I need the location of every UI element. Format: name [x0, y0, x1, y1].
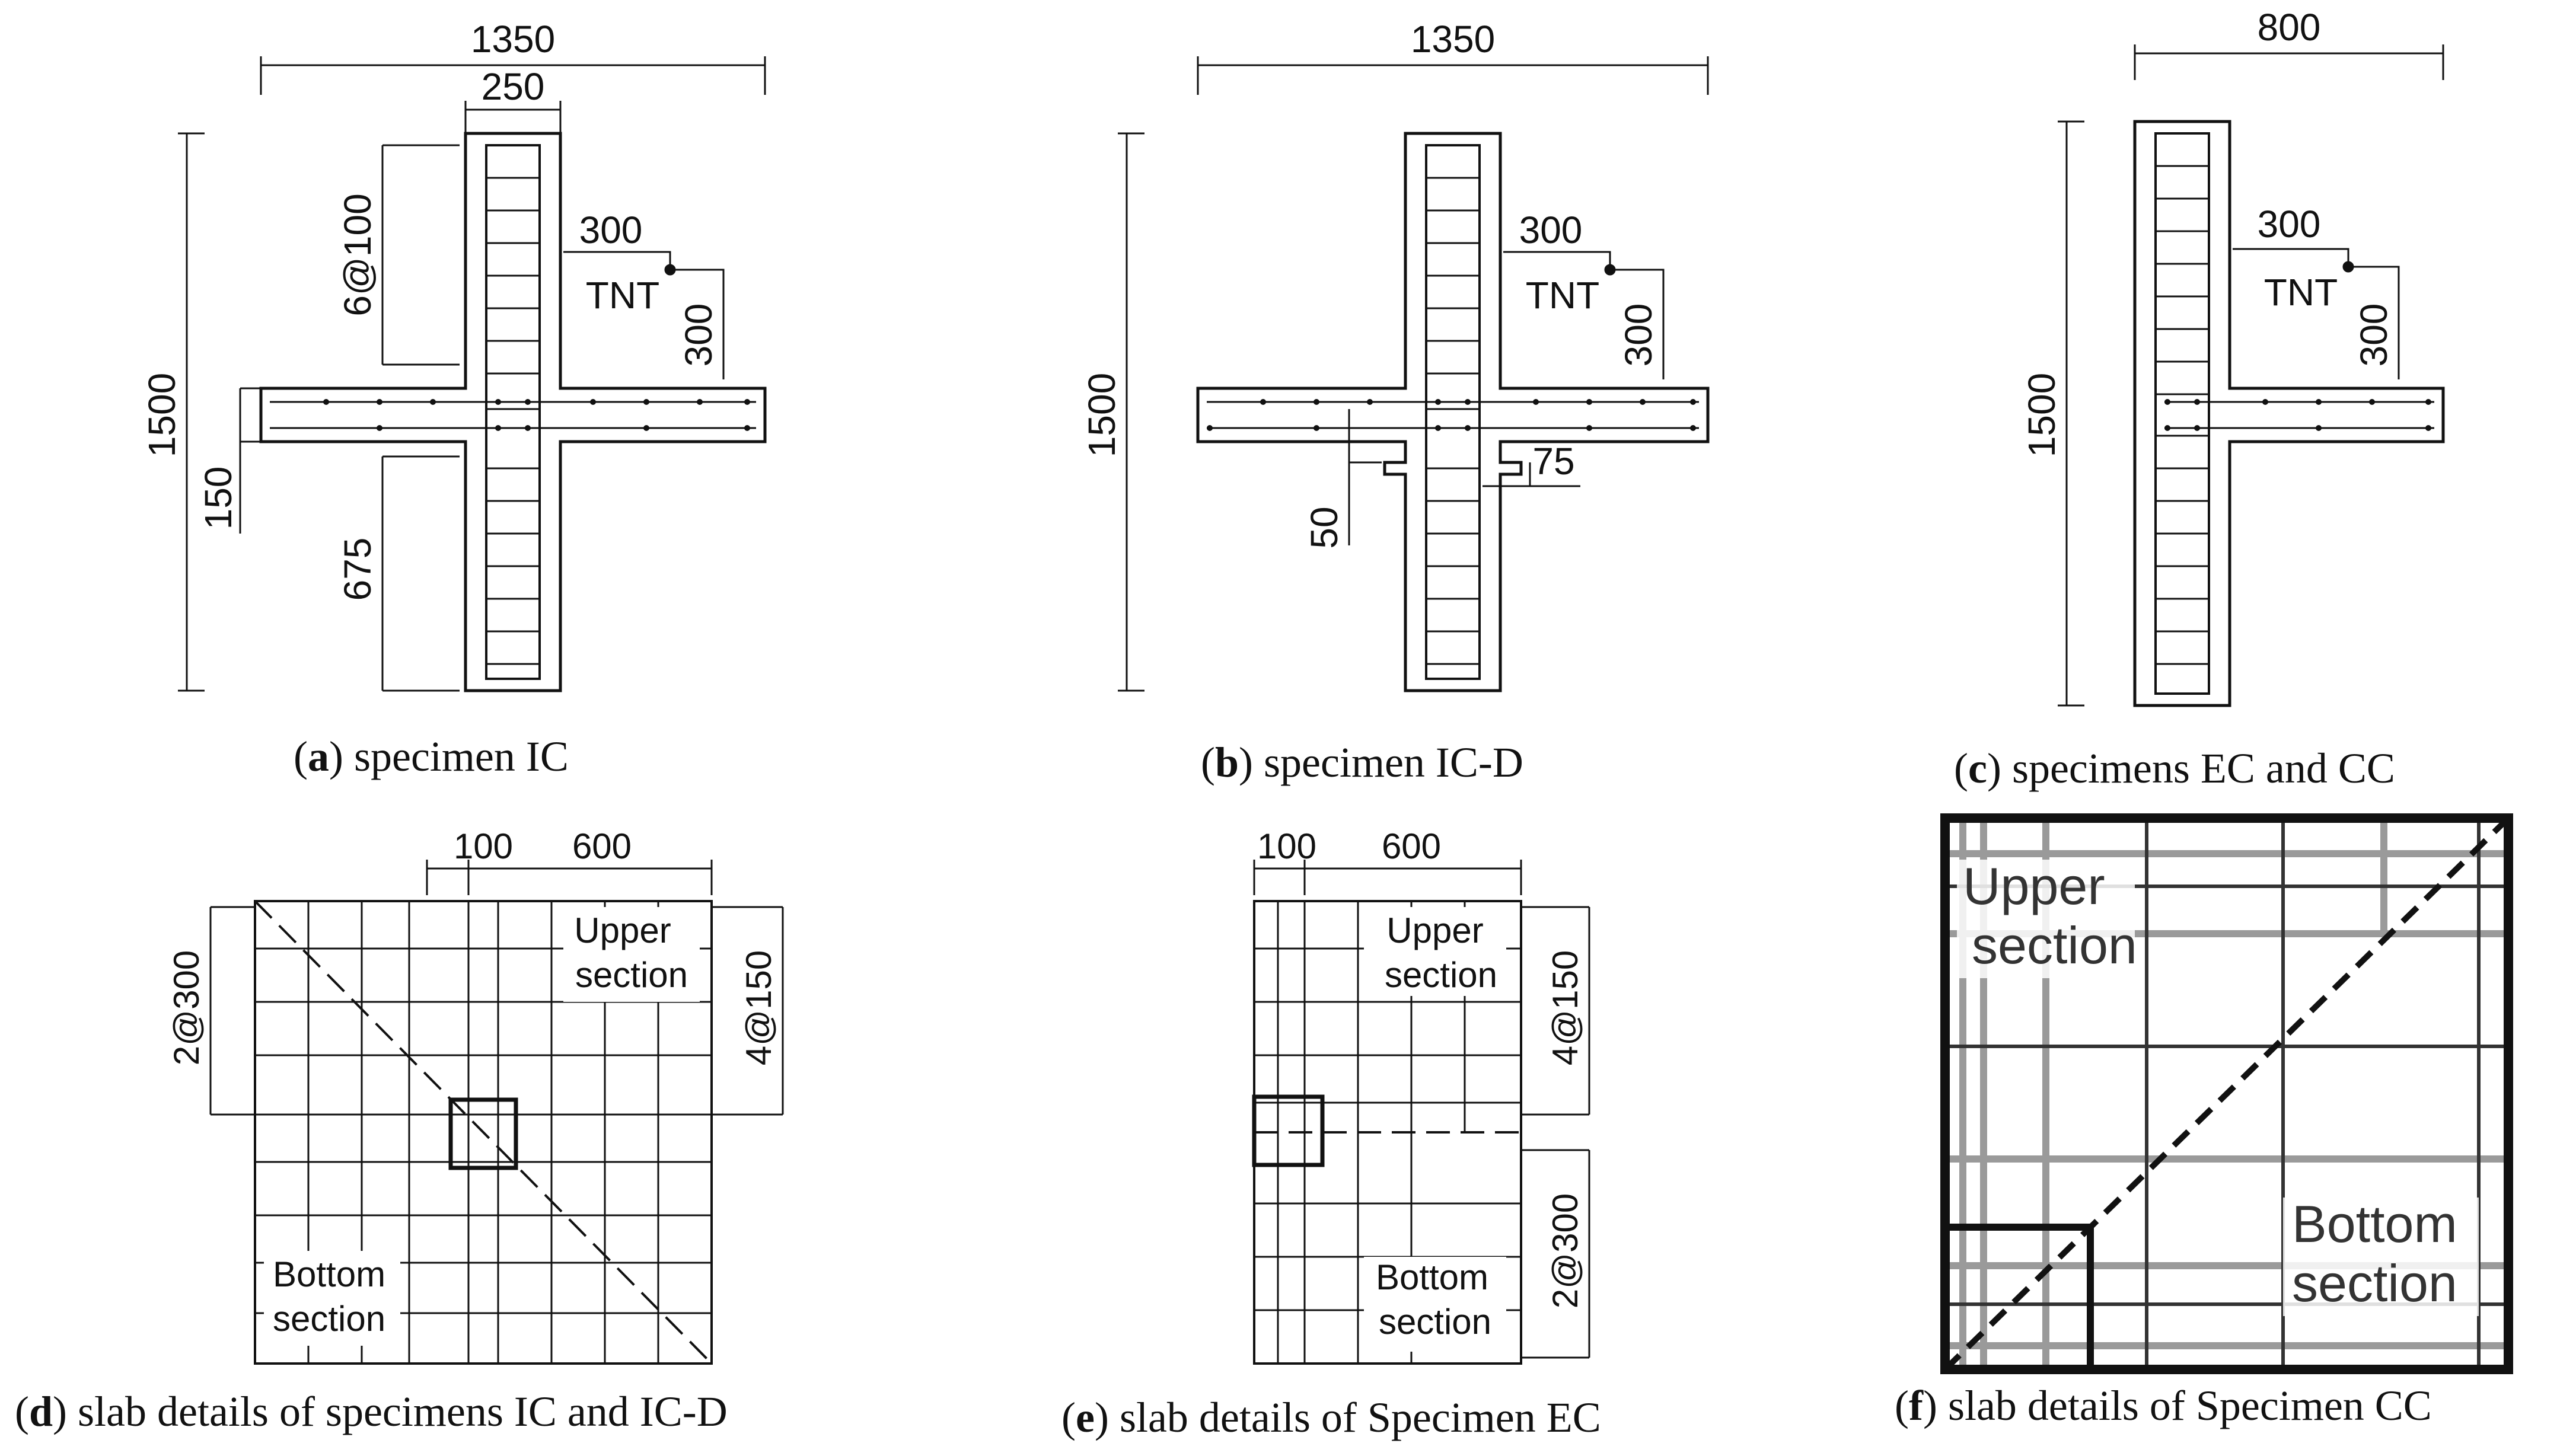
panel-e-upper-label-bg — [1364, 907, 1506, 996]
panel-a-slab-dots — [323, 399, 750, 431]
panel-c-caption: (c) specimens EC and CC — [1954, 745, 2395, 792]
panel-e-column — [1252, 1094, 1325, 1167]
panel-a-dim-stirrup: 6@100 — [336, 193, 379, 316]
panel-f-column — [1941, 1224, 2094, 1373]
panel-f-caption-text: slab details of Specimen CC — [1937, 1382, 2432, 1429]
panel-b-dim-height: 1500 — [1080, 373, 1123, 457]
panel-d-slab-outline — [254, 900, 713, 1365]
panel-a-dim-slab: 150 — [197, 467, 240, 530]
panel-d-upper-label-bg — [563, 907, 700, 1002]
panel-b-caption-text: specimen IC-D — [1253, 739, 1523, 786]
panel-a-caption: (a) specimen IC — [294, 733, 569, 780]
panel-b-dim-drop-panel-w: 75 — [1532, 440, 1574, 483]
panel-b-tnt-marker — [1604, 264, 1616, 276]
panel-d-caption-text: slab details of specimens IC and IC-D — [67, 1388, 728, 1435]
panel-d-dim-left: 2@300 — [167, 950, 206, 1065]
panel-e-caption: (e) slab details of Specimen EC — [1061, 1394, 1601, 1441]
panel-c-dim-total: 800 — [2258, 6, 2321, 49]
panel-e-dim-b: 600 — [1382, 826, 1441, 866]
panel-b-label-tnt: TNT — [1526, 274, 1599, 317]
panel-b-caption: (b) specimen IC-D — [1201, 739, 1523, 786]
panel-a-caption-text: specimen IC — [343, 733, 569, 780]
panel-a-tnt-marker — [664, 264, 676, 276]
panel-c-cage — [2154, 132, 2210, 695]
panel-a-label-tnt: TNT — [586, 274, 659, 317]
panel-a-dim-column: 250 — [482, 65, 545, 108]
panel-d-dim-a: 100 — [454, 826, 513, 866]
panel-e-bottom-label-2: section — [1379, 1302, 1491, 1342]
panel-d-dim-b: 600 — [572, 826, 632, 866]
panel-a-stirrups — [486, 177, 540, 665]
panel-c-dim-height: 1500 — [2020, 373, 2063, 457]
panel-d-diagonal — [254, 900, 713, 1365]
panel-c-tnt-marker — [2342, 261, 2354, 273]
panel-b-slab-dots — [1207, 399, 1696, 431]
panel-f-bottom-label-bg — [2283, 1198, 2479, 1316]
panel-f-upper-label-1: Upper — [1963, 857, 2105, 915]
panel-f-diagonal — [1943, 816, 2511, 1372]
panel-d-bottom-label-2: section — [273, 1299, 385, 1339]
panel-d-upper-label-2: section — [575, 955, 688, 995]
panel-b-stirrups — [1426, 177, 1480, 665]
panel-c-outline — [2133, 120, 2445, 707]
panel-b-drawing — [1118, 56, 1710, 692]
panel-b-dim-drop-panel-h: 50 — [1303, 506, 1346, 548]
panel-b-cage — [1425, 144, 1481, 680]
panel-b-dim-total: 1350 — [1411, 18, 1495, 60]
panel-e-bottom-label-1: Bottom — [1376, 1257, 1488, 1297]
panel-f-slab-outline — [1940, 813, 2513, 1374]
panel-e-upper-label-1: Upper — [1386, 911, 1483, 950]
panel-f-bottom-label-1: Bottom — [2292, 1195, 2457, 1253]
panel-b-dim-offset: 300 — [1519, 209, 1583, 251]
panel-a-dim-total: 1350 — [471, 18, 555, 60]
panel-a-dim-lower: 675 — [336, 538, 379, 601]
panel-e-bottom-label-bg — [1364, 1257, 1506, 1352]
panel-f-upper-label-bg — [1957, 860, 2135, 978]
panel-e-dim-right-bottom: 2@300 — [1545, 1193, 1585, 1308]
panel-e-caption-text: slab details of Specimen EC — [1108, 1394, 1601, 1441]
panel-d-caption: (d) slab details of specimens IC and IC-… — [15, 1388, 728, 1435]
panel-a-caption-letter: a — [307, 733, 329, 780]
panel-e-dim-a: 100 — [1257, 826, 1316, 866]
panel-e-upper-label-2: section — [1385, 955, 1497, 995]
panel-a-drawing — [178, 56, 767, 692]
panel-c-dim-drop: 300 — [2352, 304, 2395, 367]
panel-c-drawing — [2058, 44, 2445, 707]
panel-a-dim-offset: 300 — [579, 209, 643, 251]
panel-b-caption-letter: b — [1214, 739, 1239, 786]
panel-e-dim-right-top: 4@150 — [1545, 950, 1585, 1065]
panel-d-dim-right: 4@150 — [739, 950, 779, 1065]
panel-f-upper-label-2: section — [1972, 916, 2137, 975]
panel-f-caption-letter: f — [1908, 1382, 1923, 1429]
panel-c-label-tnt: TNT — [2264, 271, 2338, 314]
panel-d-bottom-label-1: Bottom — [273, 1254, 385, 1294]
panel-c-caption-letter: c — [1968, 745, 1987, 792]
panel-f-bottom-label-2: section — [2292, 1254, 2457, 1313]
panel-a-dim-height: 1500 — [141, 373, 183, 457]
panel-d-bottom-label-bg — [264, 1251, 400, 1346]
panel-c-stirrups — [2156, 165, 2209, 665]
panel-c-slab-dots — [2164, 399, 2431, 431]
panel-c-caption-text: specimens EC and CC — [2001, 745, 2395, 792]
panel-d-column — [448, 1097, 518, 1170]
panel-e-caption-letter: e — [1075, 1394, 1095, 1441]
panel-f-caption: (f) slab details of Specimen CC — [1895, 1382, 2432, 1429]
panel-d-caption-letter: d — [28, 1388, 53, 1435]
panel-a-dim-drop: 300 — [677, 304, 720, 367]
panel-b-outline — [1196, 132, 1710, 692]
panel-c-dim-offset: 300 — [2258, 203, 2321, 245]
panel-d-upper-label-1: Upper — [574, 911, 671, 950]
panel-b-dim-drop: 300 — [1617, 304, 1660, 367]
panel-a-cage — [485, 144, 541, 680]
